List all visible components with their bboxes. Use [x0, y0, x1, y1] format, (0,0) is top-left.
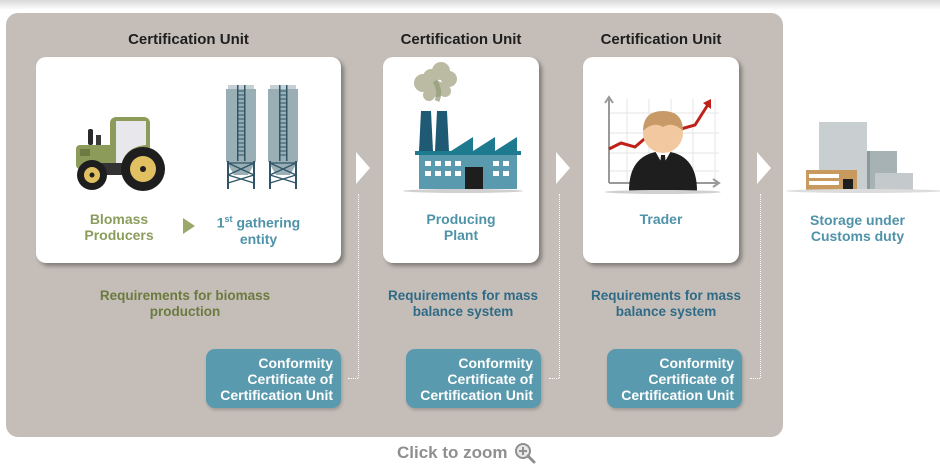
requirement-3-line1: Requirements for mass — [590, 288, 742, 303]
small-arrow-icon — [183, 218, 195, 234]
silos-icon — [226, 85, 298, 189]
plant-label-line2: Plant — [443, 227, 479, 243]
connector-line-2h — [549, 378, 559, 379]
warehouse-icon — [786, 122, 940, 193]
card-biomass-gathering: Blomass Producers 1st gathering entity — [36, 57, 341, 263]
card-trader: Trader — [583, 57, 739, 263]
requirement-2-line2: balance system — [412, 304, 514, 319]
storage-label-line1: Storage under — [810, 212, 905, 228]
producing-plant-label: Producing Plant — [383, 211, 539, 243]
unit-title-3: Certification Unit — [600, 31, 722, 48]
gathering-label-rest: gathering — [232, 214, 301, 231]
requirement-3-line2: balance system — [615, 304, 717, 319]
storage-label: Storage under Customs duty — [800, 212, 915, 244]
biomass-label-line2: Producers — [84, 227, 154, 243]
tractor-icon — [76, 117, 165, 191]
unit-title-1: Certification Unit — [128, 31, 249, 48]
factory-icon — [403, 62, 523, 193]
zoom-in-icon — [514, 443, 536, 464]
requirement-2: Requirements for mass balance system — [373, 288, 553, 320]
certificate-3-line3: Certification Unit — [621, 387, 734, 403]
connector-line-1 — [358, 194, 359, 378]
card-producing-plant: Producing Plant — [383, 57, 539, 263]
connector-line-2 — [559, 194, 560, 378]
biomass-label-line1: Blomass — [89, 211, 149, 227]
flow-arrow-1 — [356, 152, 370, 184]
connector-line-3h — [750, 378, 760, 379]
flow-arrow-2 — [556, 152, 570, 184]
gathering-entity-label: 1st gathering entity — [206, 211, 311, 247]
unit-title-2: Certification Unit — [400, 31, 522, 48]
certificate-2-line2: Certificate of — [447, 371, 533, 387]
requirement-1-line2: production — [149, 304, 221, 319]
biomass-producers-label: Blomass Producers — [76, 211, 162, 243]
trader-label: Trader — [639, 211, 683, 227]
certificate-2-line3: Certification Unit — [420, 387, 533, 403]
certificate-1-line1: Conformity — [258, 355, 333, 371]
flow-arrow-3 — [757, 152, 771, 184]
certificate-1-line2: Certificate of — [247, 371, 333, 387]
plant-label-line1: Producing — [426, 211, 496, 227]
click-to-zoom-label: Click to zoom — [397, 443, 508, 462]
conformity-certificate-2[interactable]: Conformity Certificate of Certification … — [406, 349, 541, 408]
top-shade — [0, 0, 940, 10]
certificate-3-line1: Conformity — [659, 355, 734, 371]
gathering-label-sup: st — [224, 214, 233, 224]
storage-label-line2: Customs duty — [810, 228, 905, 244]
conformity-certificate-3[interactable]: Conformity Certificate of Certification … — [607, 349, 742, 408]
certificate-1-line3: Certification Unit — [220, 387, 333, 403]
requirement-2-line1: Requirements for mass — [387, 288, 539, 303]
gathering-label-line1: 1st gathering — [206, 211, 311, 231]
conformity-certificate-1[interactable]: Conformity Certificate of Certification … — [206, 349, 341, 408]
trader-icon — [604, 95, 721, 194]
requirement-3: Requirements for mass balance system — [576, 288, 756, 320]
connector-line-3 — [760, 194, 761, 378]
requirement-1: Requirements for biomass production — [60, 288, 310, 320]
click-to-zoom-link[interactable]: Click to zoom — [397, 442, 536, 464]
requirement-1-line1: Requirements for biomass — [99, 288, 271, 303]
gathering-label-num: 1 — [216, 214, 225, 231]
certificate-3-line2: Certificate of — [648, 371, 734, 387]
connector-line-1h — [348, 378, 358, 379]
gathering-label-line2: entity — [239, 230, 278, 247]
certificate-2-line1: Conformity — [458, 355, 533, 371]
